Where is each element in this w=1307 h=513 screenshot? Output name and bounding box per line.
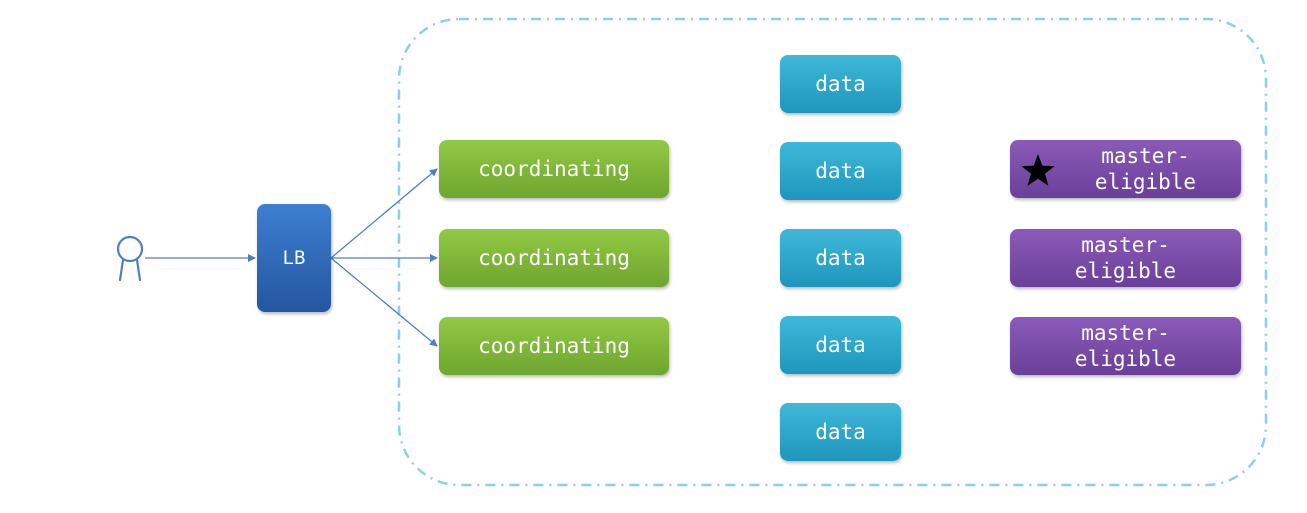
master-node-line2: eligible [1094,170,1197,194]
load-balancer-label: LB [282,247,306,269]
data-node-5: data [780,403,901,461]
coordinating-node-label: coordinating [478,246,630,270]
arrow-lb-to-coordinating-1 [330,168,438,259]
data-node-4: data [780,316,901,374]
data-node-1: data [780,55,901,113]
master-node-line1: master- [1081,321,1170,345]
coordinating-node-3: coordinating [439,317,669,375]
master-eligible-node-2: master- eligible [1010,229,1241,287]
load-balancer-node: LB [257,204,331,312]
data-node-2: data [780,142,901,200]
star-icon [1021,154,1055,186]
cluster-boundary [397,17,1268,487]
master-node-line1: master- [1081,233,1170,257]
master-eligible-node-3: master- eligible [1010,317,1241,375]
data-node-3: data [780,229,901,287]
coordinating-node-label: coordinating [478,157,630,181]
master-node-line1: master- [1101,144,1190,168]
master-node-text: master- eligible [1095,143,1196,195]
data-node-label: data [815,72,866,96]
coordinating-node-2: coordinating [439,229,669,287]
master-eligible-node-1: master- eligible [1010,140,1241,198]
master-node-text: master- eligible [1075,320,1176,372]
coordinating-node-1: coordinating [439,140,669,198]
master-node-text: master- eligible [1075,232,1176,284]
data-node-label: data [815,246,866,270]
arrow-lb-to-coordinating-3 [330,257,438,347]
user-icon [116,235,144,282]
master-node-line2: eligible [1074,347,1177,371]
coordinating-node-label: coordinating [478,334,630,358]
data-node-label: data [815,333,866,357]
master-node-line2: eligible [1074,259,1177,283]
data-node-label: data [815,159,866,183]
data-node-label: data [815,420,866,444]
